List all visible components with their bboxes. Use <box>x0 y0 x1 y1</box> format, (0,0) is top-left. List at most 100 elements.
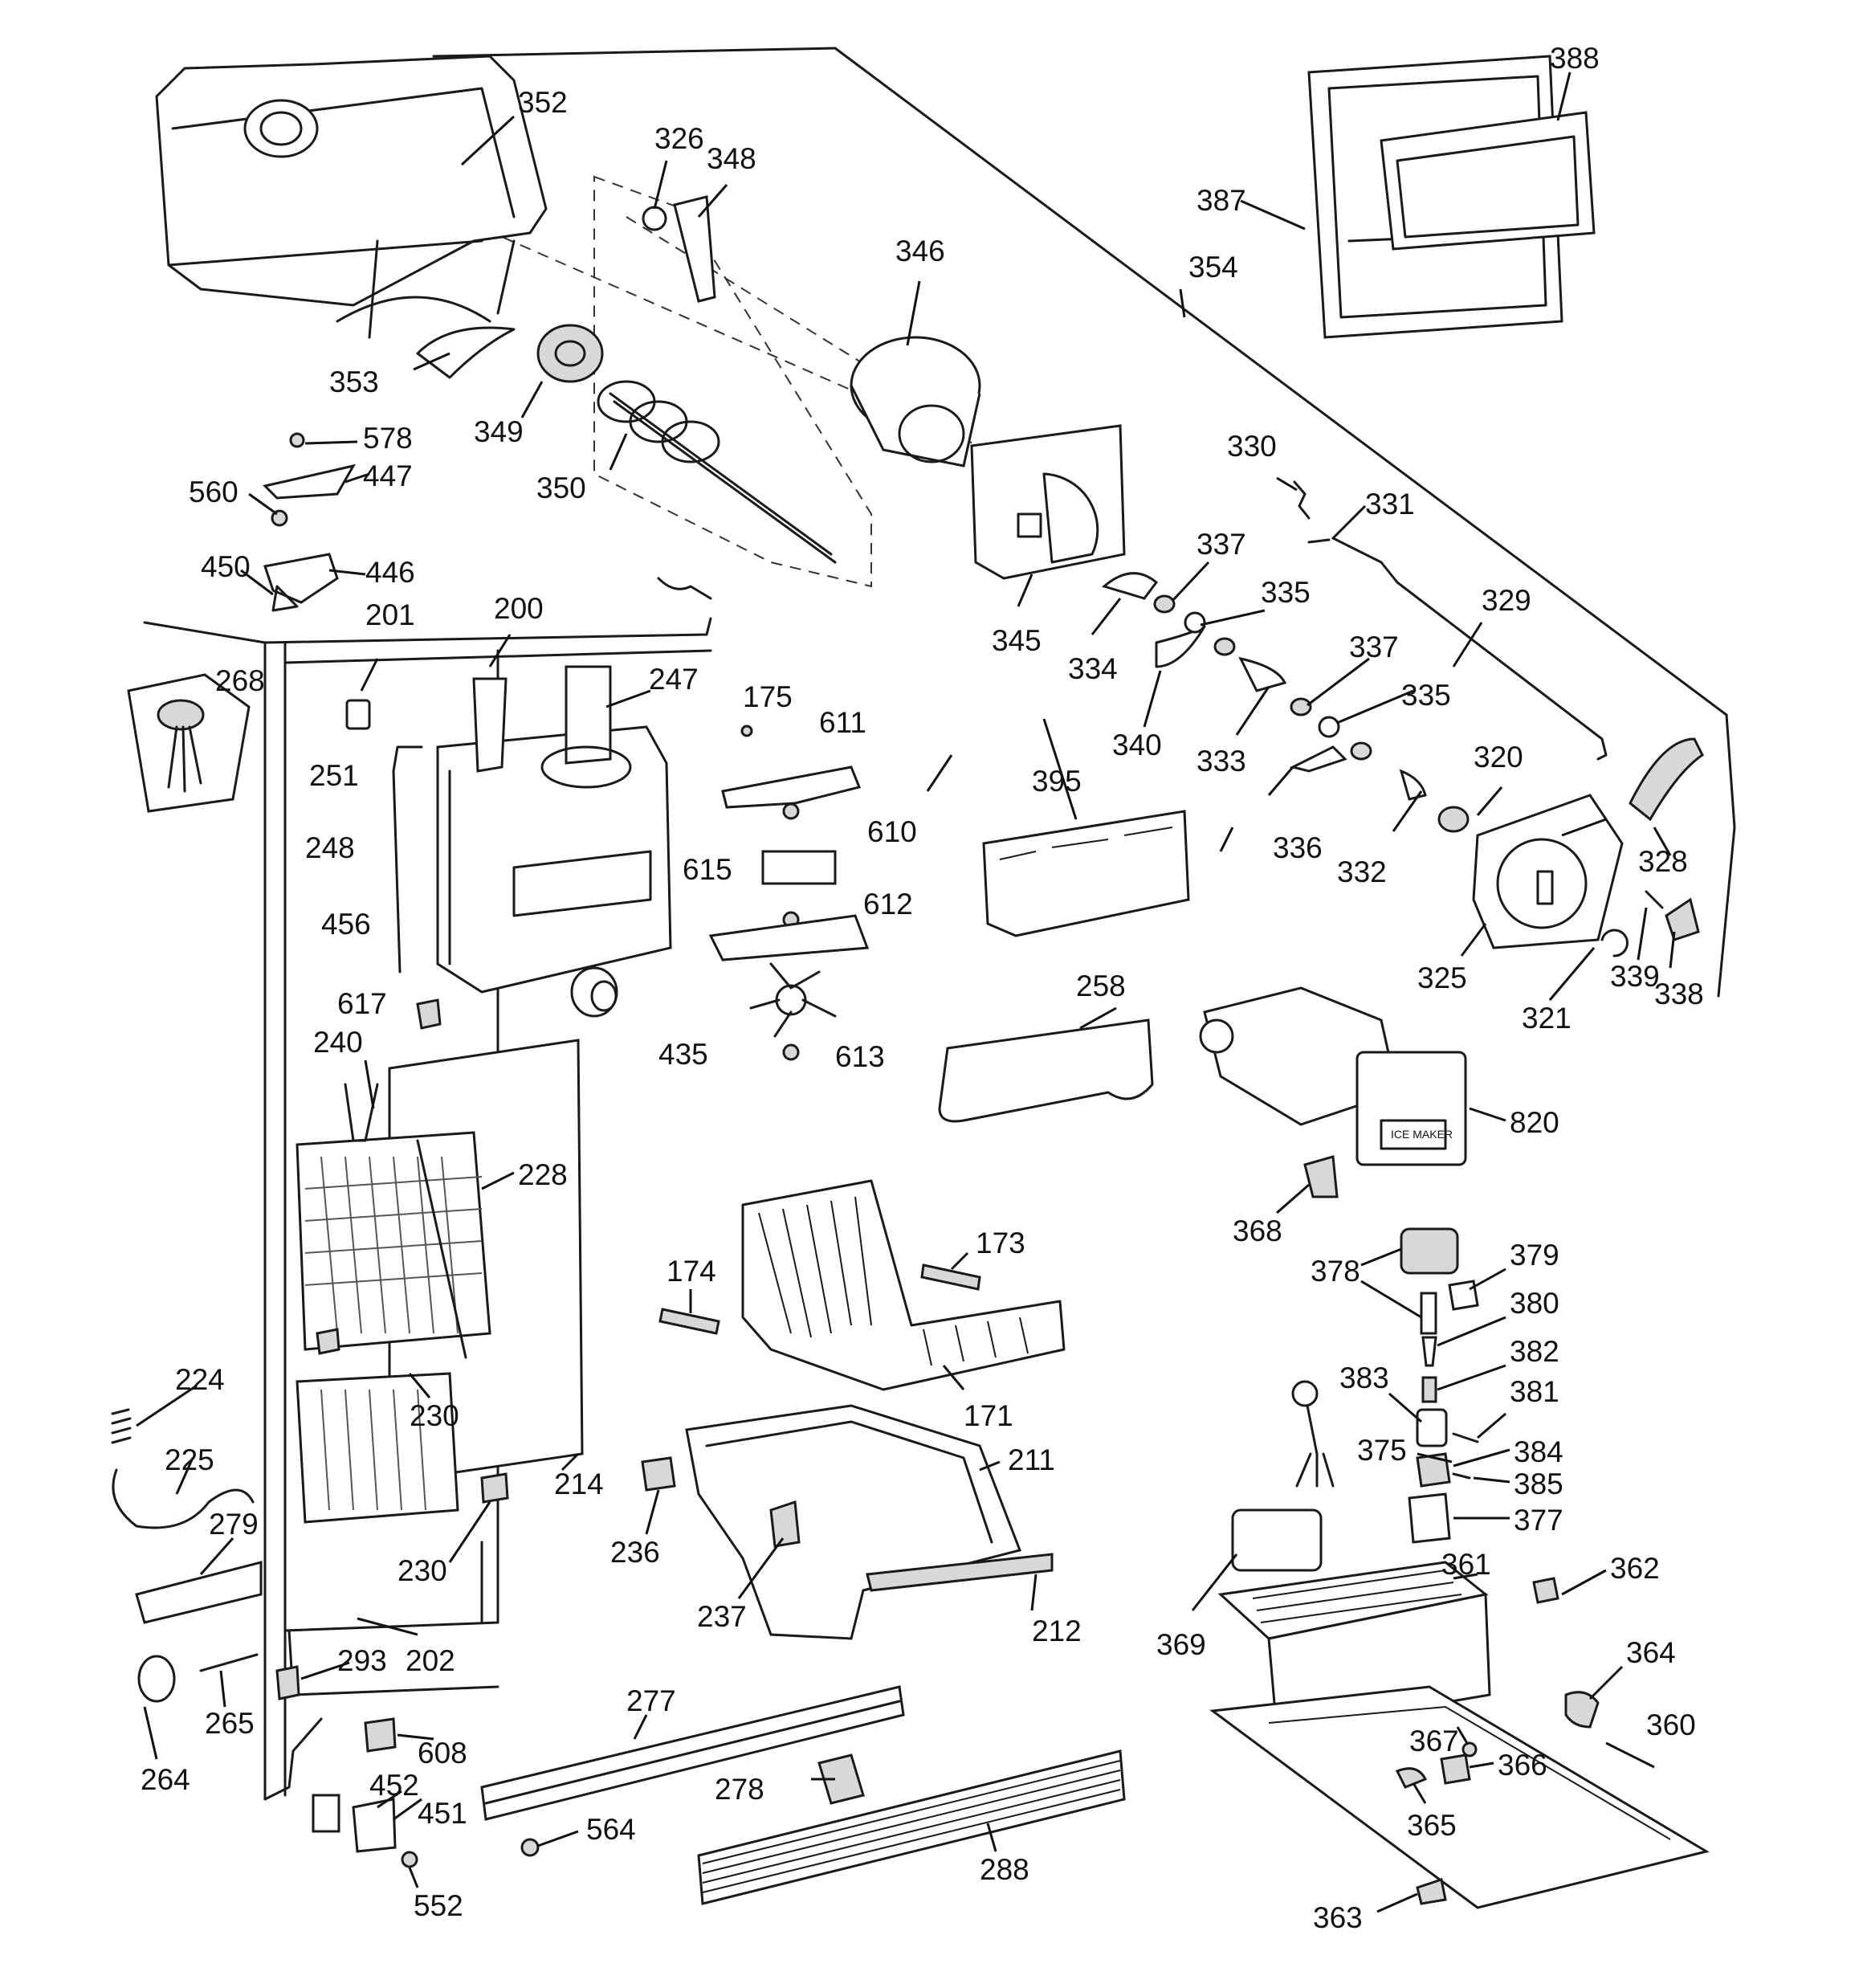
callout-labels: 352 326 348 346 354 388 387 353 349 350 … <box>141 42 1704 1934</box>
clip-230a <box>316 1328 340 1355</box>
label-335a: 335 <box>1261 576 1311 609</box>
axle-265 <box>199 1653 259 1672</box>
label-171: 171 <box>964 1399 1013 1432</box>
handle-212 <box>866 1553 1054 1592</box>
label-336: 336 <box>1273 831 1323 864</box>
bracket-368 <box>1303 1155 1339 1198</box>
label-264: 264 <box>141 1763 190 1796</box>
label-224: 224 <box>175 1363 225 1396</box>
bracket-236 <box>641 1456 676 1492</box>
label-610: 610 <box>867 815 917 848</box>
label-325: 325 <box>1417 961 1467 994</box>
label-320: 320 <box>1474 741 1523 774</box>
drain-tube-225 <box>112 1468 255 1529</box>
label-321: 321 <box>1522 1002 1572 1035</box>
label-345: 345 <box>992 624 1042 657</box>
label-380: 380 <box>1510 1287 1559 1320</box>
label-332: 332 <box>1337 855 1387 888</box>
label-350: 350 <box>536 471 586 504</box>
arm-338 <box>1665 897 1700 941</box>
label-175: 175 <box>743 680 793 713</box>
label-611: 611 <box>819 706 866 739</box>
label-617: 617 <box>337 987 387 1020</box>
label-388: 388 <box>1550 42 1600 75</box>
sensor-251 <box>345 699 371 730</box>
label-335b: 335 <box>1401 679 1451 712</box>
label-333: 333 <box>1196 745 1246 778</box>
label-382: 382 <box>1510 1335 1559 1368</box>
fan-housing-247 <box>436 665 672 994</box>
hinge-hardware <box>263 432 356 612</box>
label-346: 346 <box>895 235 945 267</box>
drain-tube-248 <box>392 745 423 974</box>
label-265: 265 <box>205 1707 255 1740</box>
dispenser-drum-346 <box>850 336 981 467</box>
label-212: 212 <box>1032 1614 1082 1647</box>
screw-552 <box>401 1851 418 1868</box>
label-328: 328 <box>1638 845 1688 878</box>
water-valve-stack <box>1400 1227 1479 1544</box>
label-338: 338 <box>1654 978 1704 1010</box>
label-352: 352 <box>518 86 568 119</box>
label-578: 578 <box>363 422 413 455</box>
label-339: 339 <box>1610 960 1660 993</box>
label-363: 363 <box>1313 1901 1363 1934</box>
label-452: 452 <box>369 1769 419 1802</box>
label-230b: 230 <box>397 1554 447 1587</box>
bucket-support-353 <box>416 326 516 379</box>
label-288: 288 <box>980 1853 1029 1886</box>
label-446: 446 <box>365 556 415 589</box>
label-211: 211 <box>1008 1443 1055 1476</box>
label-248: 248 <box>305 831 355 864</box>
cam-stack <box>1101 572 1470 833</box>
thermostat-375 <box>1291 1380 1335 1488</box>
light-socket-268 <box>127 673 251 813</box>
plate-452 <box>312 1794 340 1833</box>
ice-maker-820: ICE MAKER <box>1199 986 1467 1166</box>
label-334: 334 <box>1068 652 1118 685</box>
cam-segment-328 <box>1629 737 1704 822</box>
label-435: 435 <box>658 1038 708 1071</box>
label-613: 613 <box>835 1040 885 1073</box>
slide-174 <box>658 1308 720 1335</box>
label-451: 451 <box>418 1797 467 1830</box>
label-375: 375 <box>1357 1434 1407 1467</box>
label-326: 326 <box>654 122 704 155</box>
auger-drive-349 <box>536 324 604 383</box>
label-377: 377 <box>1514 1504 1563 1537</box>
ice-maker-cover-258 <box>938 1018 1154 1123</box>
cover-panel-395 <box>982 810 1190 937</box>
label-258: 258 <box>1076 970 1126 1002</box>
label-330: 330 <box>1227 430 1277 463</box>
label-331: 331 <box>1365 488 1415 520</box>
ice-maker-cover-text: ICE MAKER <box>1391 1128 1453 1141</box>
label-240: 240 <box>313 1026 363 1059</box>
machine-compartment <box>1209 1508 1710 1909</box>
label-173: 173 <box>976 1227 1025 1259</box>
label-367: 367 <box>1409 1725 1459 1757</box>
block-608 <box>364 1717 397 1753</box>
label-279: 279 <box>209 1508 259 1541</box>
label-378: 378 <box>1311 1255 1360 1288</box>
label-456: 456 <box>321 908 371 941</box>
label-202: 202 <box>406 1644 455 1677</box>
spring-224 <box>111 1408 132 1444</box>
leader-lines <box>136 71 1676 1913</box>
label-251: 251 <box>309 759 359 792</box>
label-228: 228 <box>518 1158 568 1191</box>
label-364: 364 <box>1626 1636 1676 1669</box>
label-293: 293 <box>337 1644 387 1677</box>
pin-339 <box>1645 890 1664 909</box>
label-348: 348 <box>707 142 756 175</box>
label-362: 362 <box>1610 1552 1660 1585</box>
label-268: 268 <box>215 664 265 697</box>
roller-bracket-293 <box>275 1665 300 1700</box>
label-349: 349 <box>474 415 524 448</box>
label-450: 450 <box>201 550 251 583</box>
label-340: 340 <box>1112 729 1162 761</box>
label-615: 615 <box>683 853 732 886</box>
motor-housing-325 <box>1472 794 1624 949</box>
label-247: 247 <box>649 663 699 696</box>
slide-173 <box>920 1263 981 1291</box>
